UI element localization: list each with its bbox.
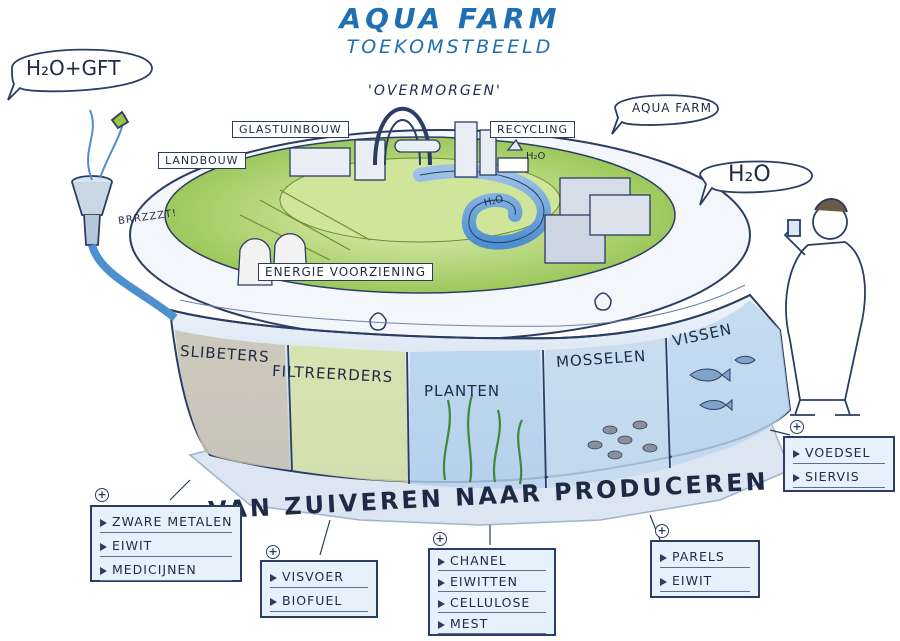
triangle-bullet-icon <box>793 473 800 482</box>
triangle-bullet-icon <box>660 553 667 562</box>
plus-icon: + <box>266 545 280 559</box>
triangle-bullet-icon <box>100 566 107 575</box>
triangle-bullet-icon <box>438 557 445 566</box>
product-item: MEDICIJNEN <box>100 559 232 581</box>
bubble-input-text: H₂O+GFT <box>26 56 121 80</box>
product-box-filtreerders: VISVOER BIOFUEL <box>260 560 378 618</box>
product-box-mosselen: PARELS EIWIT <box>650 540 760 598</box>
inlet-funnel <box>71 109 178 322</box>
page-subtitle: TOEKOMSTBEELD <box>346 36 554 58</box>
plus-icon: + <box>433 532 447 546</box>
product-item: MEST <box>438 615 546 634</box>
triangle-bullet-icon <box>438 620 445 629</box>
triangle-bullet-icon <box>270 573 277 582</box>
tank-label-planten: PLANTEN <box>424 382 501 400</box>
label-overmorgen: 'OVERMORGEN' <box>368 83 502 99</box>
product-item: EIWIT <box>100 535 232 557</box>
person-drinking <box>783 198 866 416</box>
label-glastuinbouw: GLASTUINBOUW <box>232 121 349 138</box>
label-recycling: RECYCLING <box>490 121 576 138</box>
product-item: SIERVIS <box>793 466 885 488</box>
product-item: EIWIT <box>660 570 750 592</box>
product-item: VOEDSEL <box>793 442 885 464</box>
product-item: ZWARE METALEN <box>100 511 232 533</box>
triangle-bullet-icon <box>438 578 445 587</box>
triangle-bullet-icon <box>100 542 107 551</box>
triangle-bullet-icon <box>438 599 445 608</box>
product-item: CELLULOSE <box>438 594 546 613</box>
label-h2o-small: H₂O <box>526 151 546 162</box>
triangle-bullet-icon <box>100 518 107 527</box>
buildings <box>237 107 651 286</box>
product-item: BIOFUEL <box>270 590 368 612</box>
product-item: VISVOER <box>270 566 368 588</box>
product-item: EIWITTEN <box>438 573 546 592</box>
bubble-aquafarm-text: AQUA FARM <box>632 101 712 115</box>
triangle-bullet-icon <box>793 449 800 458</box>
product-box-slibeters: ZWARE METALEN EIWIT MEDICIJNEN <box>90 505 242 582</box>
triangle-bullet-icon <box>270 597 277 606</box>
triangle-bullet-icon <box>660 577 667 586</box>
product-box-planten: CHANEL EIWITTEN CELLULOSE MEST <box>428 548 556 636</box>
bubble-output-text: H₂O <box>728 162 771 187</box>
ring-connectors <box>369 292 612 331</box>
tank-wall <box>168 284 792 489</box>
label-landbouw: LANDBOUW <box>158 152 246 169</box>
plus-icon: + <box>655 524 669 538</box>
page-title: AQUA FARM <box>339 2 561 35</box>
product-item: PARELS <box>660 546 750 568</box>
plus-icon: + <box>95 488 109 502</box>
speech-bubbles <box>7 48 813 206</box>
plus-icon: + <box>790 420 804 434</box>
product-box-vissen: VOEDSEL SIERVIS <box>783 436 895 492</box>
product-item: CHANEL <box>438 552 546 571</box>
label-energie-voorziening: ENERGIE VOORZIENING <box>258 263 434 281</box>
